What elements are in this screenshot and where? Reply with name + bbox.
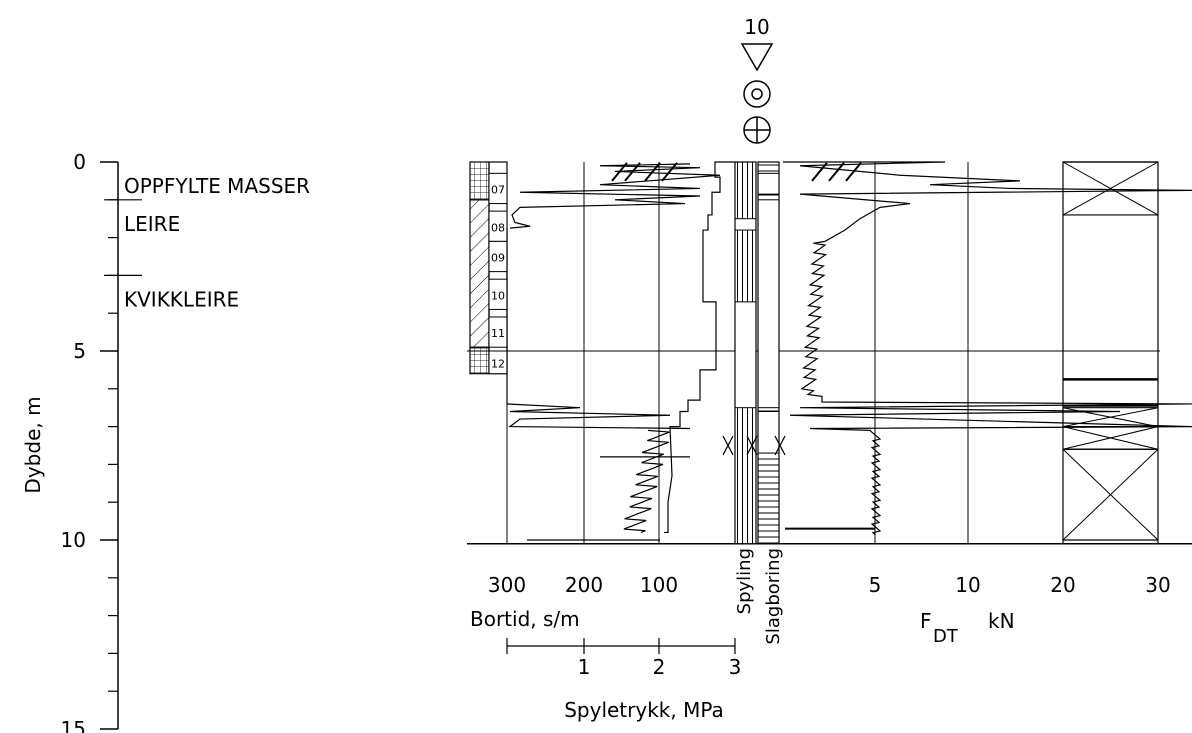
fill-hatch	[469, 161, 490, 201]
slagboring-label: Slagboring	[763, 548, 784, 645]
target-circle-icon	[743, 80, 771, 108]
slagboring-active	[757, 452, 780, 545]
depth-tick-label: 5	[73, 339, 86, 363]
water-level-triangle-icon	[740, 43, 774, 72]
bortid-label: Bortid, s/m	[470, 607, 580, 631]
hatch-mark	[661, 162, 678, 182]
bortid-trace-mid	[506, 228, 691, 430]
fdt-label: F	[920, 609, 932, 633]
sample-column: 07 08 09 10 11 12	[469, 161, 508, 375]
stiff-layer-cross	[1062, 161, 1159, 216]
depth-tick-label: 10	[61, 528, 86, 552]
x-mark	[746, 435, 758, 456]
layer-name: KVIKKLEIRE	[124, 287, 239, 311]
slagboring-active	[757, 407, 780, 412]
bortid-profile	[664, 161, 735, 534]
bortid-trace-top	[509, 163, 721, 229]
sample-label: 12	[491, 357, 505, 370]
plot-frame	[467, 161, 1192, 545]
depth-tick-label: 0	[73, 150, 86, 174]
hatch-mark	[644, 162, 661, 182]
x-mark	[774, 435, 786, 456]
clay-hatch	[469, 199, 490, 348]
hatch-mark	[811, 162, 828, 182]
layer-name: LEIRE	[124, 212, 180, 236]
fdt-unit: kN	[988, 609, 1015, 633]
fdt-trace	[783, 161, 1192, 535]
hatch-mark	[828, 162, 845, 182]
spyling-active	[734, 229, 757, 303]
sample-label: 11	[491, 327, 505, 340]
fdt-high-column	[1062, 161, 1159, 545]
fdt-label-sub: DT	[933, 626, 959, 647]
layer-name: OPPFYLTE MASSER	[124, 174, 310, 198]
spyle-tick-label: 1	[578, 655, 591, 679]
bortid-tick-label: 200	[565, 573, 603, 597]
bortid-tick-label: 300	[488, 573, 526, 597]
sample-label: 09	[491, 252, 505, 265]
depth-tick-label: 15	[61, 717, 86, 733]
sample-label: 10	[491, 289, 505, 302]
borehole-number: 10	[744, 15, 769, 39]
slagboring-active	[757, 161, 780, 174]
slagboring-active	[757, 193, 780, 201]
spyle-tick-label: 2	[653, 655, 666, 679]
fdt-tick-label: 10	[955, 573, 980, 597]
fdt-tick-label: 5	[869, 573, 882, 597]
bortid-tick-label: 100	[640, 573, 678, 597]
x-mark	[722, 435, 734, 456]
spyling-active	[734, 161, 757, 220]
fdt-tick-label: 20	[1050, 573, 1075, 597]
soil-layers: OPPFYLTE MASSER LEIRE KVIKKLEIRE	[104, 174, 310, 311]
sample-label: 08	[491, 221, 505, 234]
spyletrykk-label: Spyletrykk, MPa	[564, 698, 724, 722]
sample-label: 07	[491, 183, 505, 196]
bottom-scales: 300 200 100 Bortid, s/m 1 2 3 Spyletrykk, MP…	[470, 548, 1171, 722]
bortid-trace-lower	[623, 429, 670, 534]
fdt-tick-label: 30	[1145, 573, 1170, 597]
spyling-active	[734, 407, 757, 545]
borehole-symbols: 10	[740, 15, 774, 144]
hatch-mark	[845, 162, 862, 182]
depth-axis: 0 5 10 15 Dybde, m	[21, 150, 119, 733]
stiff-layer-cross	[1062, 426, 1159, 450]
spyle-tick-label: 3	[729, 655, 742, 679]
stiff-layer-cross	[1062, 448, 1159, 541]
depth-axis-label: Dybde, m	[21, 396, 45, 493]
sounding-traces	[506, 161, 1192, 541]
spyling-label: Spyling	[734, 548, 755, 614]
